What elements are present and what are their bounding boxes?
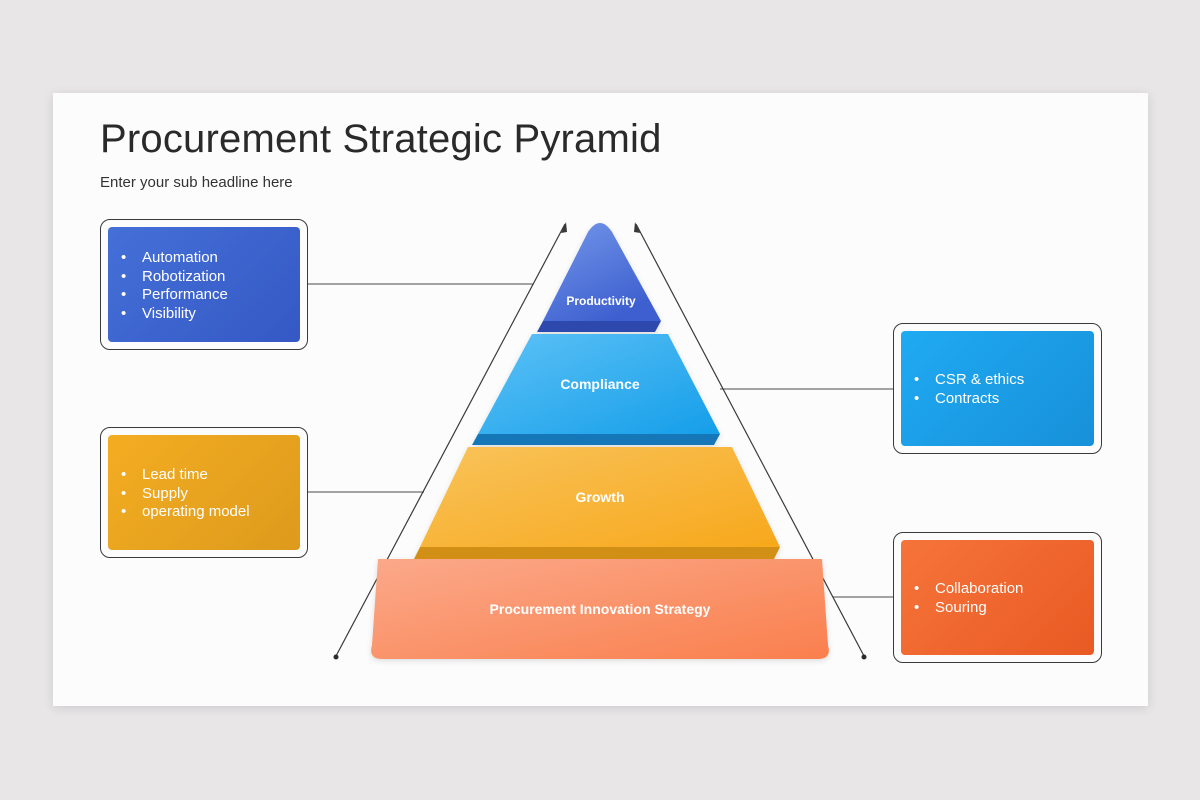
card-red: Collaboration Souring [893,532,1102,663]
list-item: Robotization [121,268,228,287]
tier-growth-ledge [414,547,780,559]
list-item: Visibility [121,305,228,324]
list-item: Automation [121,249,228,268]
card-blue: Automation Robotization Performance Visi… [100,219,308,350]
list-item: Contracts [914,390,1024,409]
card-orange: Lead time Supply operating model [100,427,308,558]
right-arrow-head [634,222,640,233]
right-arrow-line [635,223,865,657]
list-item: Performance [121,286,228,305]
tier-growth-label: Growth [575,489,625,505]
card-orange-list: Lead time Supply operating model [121,466,250,522]
tier-productivity-label: Productivity [566,294,636,308]
card-red-list: Collaboration Souring [914,580,1023,617]
left-arrow-head [561,222,567,233]
tier-compliance-ledge [472,434,720,445]
tier-productivity-ledge [537,321,661,332]
list-item: operating model [121,503,250,522]
list-item: Supply [121,485,250,504]
left-arrow-line [335,223,566,657]
list-item: CSR & ethics [914,371,1024,390]
tier-compliance-shape [478,334,720,434]
left-arrow-dot [333,654,339,660]
tier-productivity-shape [543,223,661,321]
list-item: Collaboration [914,580,1023,599]
right-arrow-dot [861,654,867,660]
card-blue-list: Automation Robotization Performance Visi… [121,249,228,323]
slide-title: Procurement Strategic Pyramid [100,117,662,161]
tier-compliance-label: Compliance [560,376,640,392]
tier-base-shape [371,559,829,659]
tier-base-label: Procurement Innovation Strategy [489,601,711,617]
list-item: Souring [914,599,1023,618]
card-cyan: CSR & ethics Contracts [893,323,1102,454]
tier-growth-shape [420,447,780,547]
card-cyan-list: CSR & ethics Contracts [914,371,1024,408]
list-item: Lead time [121,466,250,485]
slide-subtitle: Enter your sub headline here [100,174,293,191]
